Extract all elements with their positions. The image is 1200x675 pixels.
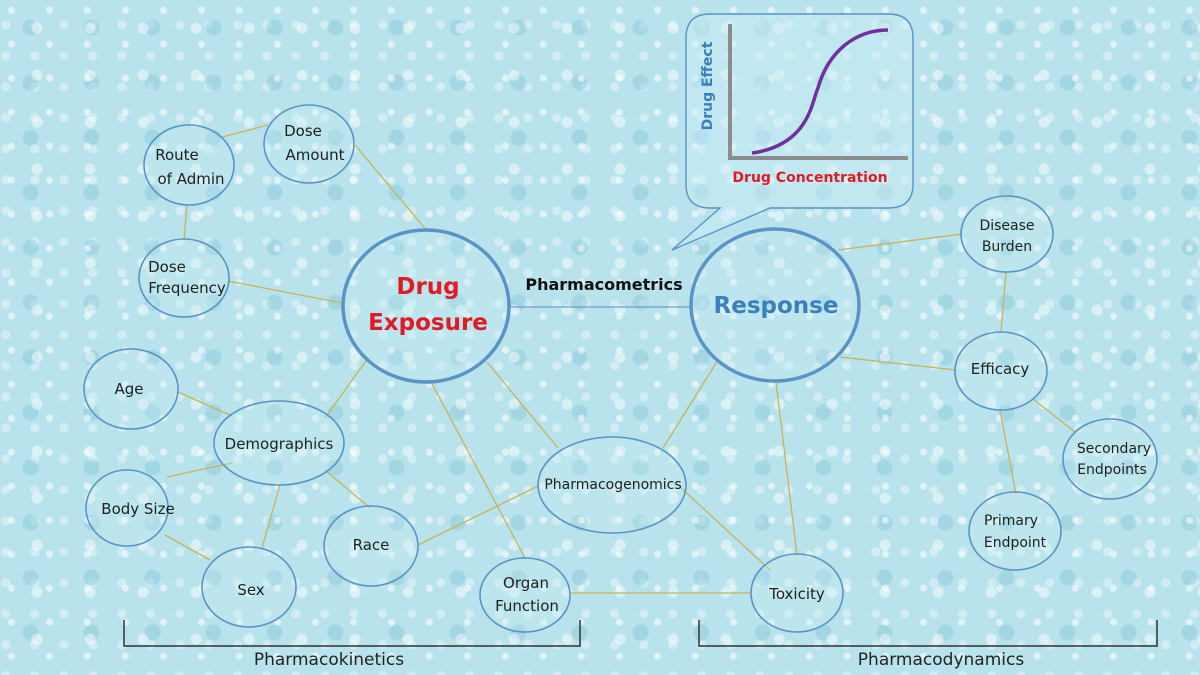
node-demographics-label: Demographics	[225, 435, 334, 453]
link-response-efficacy	[839, 356, 957, 371]
node-demographics-circle	[213, 400, 345, 486]
node-efficacy: Efficacy	[954, 331, 1048, 411]
node-secondary-endpoints-circle	[1062, 418, 1158, 500]
hub-response-circle	[689, 227, 861, 383]
node-toxicity-circle	[750, 553, 844, 633]
chart-x-axis-label: Drug Concentration	[732, 170, 887, 186]
node-route-of-admin-circle	[143, 124, 235, 206]
link-route-dose-frequency	[183, 204, 188, 241]
node-dose-amount-line-1: Dose	[284, 122, 322, 140]
link-pharmacogenomics-toxicity	[679, 486, 771, 571]
node-dose-frequency-line-2: Frequency	[148, 279, 226, 297]
node-disease-burden-line-2: Burden	[982, 239, 1032, 255]
node-dose-amount-line-2: Amount	[286, 146, 345, 164]
node-secondary-endpoints-line-1: Secondary	[1077, 441, 1151, 457]
node-pharmacogenomics-label: Pharmacogenomics	[544, 477, 681, 493]
node-primary-endpoint-line-2: Endpoint	[984, 535, 1047, 551]
node-organ-function-line-1: Organ	[503, 574, 549, 592]
node-disease-burden-line-1: Disease	[979, 218, 1034, 234]
node-dose-frequency-circle	[138, 238, 230, 318]
node-dose-amount-circle	[263, 104, 355, 184]
node-race-label: Race	[353, 536, 390, 554]
link-bodysize-sex	[164, 534, 211, 561]
node-dose-amount: Dose Amount	[263, 104, 355, 184]
link-response-disease-burden	[837, 233, 963, 251]
link-efficacy-primary	[999, 409, 1017, 495]
bracket-pharmacokinetics: Pharmacokinetics	[123, 620, 581, 670]
link-dose-amount-exposure	[354, 144, 429, 233]
node-pharmacogenomics-circle	[537, 436, 687, 534]
node-body-size: Body Size	[85, 469, 175, 547]
node-organ-function-line-2: Function	[495, 597, 559, 615]
node-sex-label: Sex	[237, 581, 264, 599]
node-disease-burden-circle	[960, 195, 1054, 273]
node-disease-burden: Disease Burden	[960, 195, 1054, 273]
chart-y-axis-label: Drug Effect	[700, 41, 716, 130]
pharmacometrics-label: Pharmacometrics	[525, 275, 682, 294]
node-demographics: Demographics	[213, 400, 345, 486]
node-age: Age	[83, 348, 179, 430]
node-route-of-admin-line-2: of Admin	[157, 170, 224, 188]
link-age-demographics	[177, 391, 233, 417]
node-pharmacogenomics: Pharmacogenomics	[537, 436, 687, 534]
link-pharmacogenomics-response	[662, 359, 719, 449]
link-disease-burden-efficacy	[1000, 271, 1007, 333]
node-age-circle	[83, 348, 179, 430]
hub-drug-exposure-line-1: Drug	[396, 274, 459, 300]
link-dose-frequency-exposure	[227, 280, 343, 304]
hub-drug-exposure: Drug Exposure	[341, 228, 511, 384]
node-sex-circle	[201, 546, 297, 628]
node-sex: Sex	[201, 546, 297, 628]
link-route-dose-amount	[221, 124, 269, 138]
hub-response: Response	[689, 227, 861, 383]
node-race: Race	[323, 505, 419, 587]
node-primary-endpoint-line-1: Primary	[984, 513, 1038, 529]
link-bodysize-demographics	[166, 462, 233, 478]
link-response-toxicity	[775, 381, 798, 556]
link-demographics-exposure	[324, 357, 369, 419]
node-secondary-endpoints-line-2: Endpoints	[1077, 462, 1147, 478]
node-organ-function-circle	[479, 557, 571, 633]
node-dose-frequency: Dose Frequency	[138, 238, 230, 318]
node-primary-endpoint: Primary Endpoint	[968, 491, 1062, 571]
link-exposure-organ-function	[429, 379, 526, 559]
bracket-right-label: Pharmacodynamics	[858, 650, 1025, 670]
link-efficacy-secondary	[1032, 398, 1076, 433]
link-race-demographics	[324, 469, 371, 509]
callout-shape	[671, 13, 914, 251]
node-toxicity-label: Toxicity	[768, 585, 825, 603]
bracket-left-label: Pharmacokinetics	[254, 650, 404, 670]
node-toxicity: Toxicity	[750, 553, 844, 633]
node-age-label: Age	[114, 380, 143, 398]
bracket-right-shape	[698, 620, 1158, 647]
node-body-size-circle	[85, 469, 169, 547]
callout-bubble: Drug Effect Drug Concentration	[671, 13, 914, 251]
link-exposure-pharmacogenomics	[486, 361, 559, 449]
link-race-pharmacogenomics	[417, 485, 539, 546]
link-sex-demographics	[261, 484, 281, 549]
node-race-circle	[323, 505, 419, 587]
chart-sigmoid-curve	[751, 28, 889, 155]
hub-response-label: Response	[714, 293, 839, 319]
node-route-of-admin: Route of Admin	[143, 124, 235, 206]
bracket-left-shape	[123, 620, 581, 647]
connector-lines	[164, 124, 1076, 594]
node-efficacy-circle	[954, 331, 1048, 411]
node-dose-frequency-line-1: Dose	[148, 258, 186, 276]
node-organ-function: Organ Function	[479, 557, 571, 633]
node-secondary-endpoints: Secondary Endpoints	[1062, 418, 1158, 500]
bracket-pharmacodynamics: Pharmacodynamics	[698, 620, 1158, 670]
node-route-of-admin-line-1: Route	[155, 146, 199, 164]
node-primary-endpoint-circle	[968, 491, 1062, 571]
hub-drug-exposure-circle	[341, 228, 511, 384]
hub-drug-exposure-line-2: Exposure	[368, 310, 488, 336]
node-efficacy-label: Efficacy	[971, 360, 1030, 378]
node-body-size-label: Body Size	[101, 500, 174, 518]
